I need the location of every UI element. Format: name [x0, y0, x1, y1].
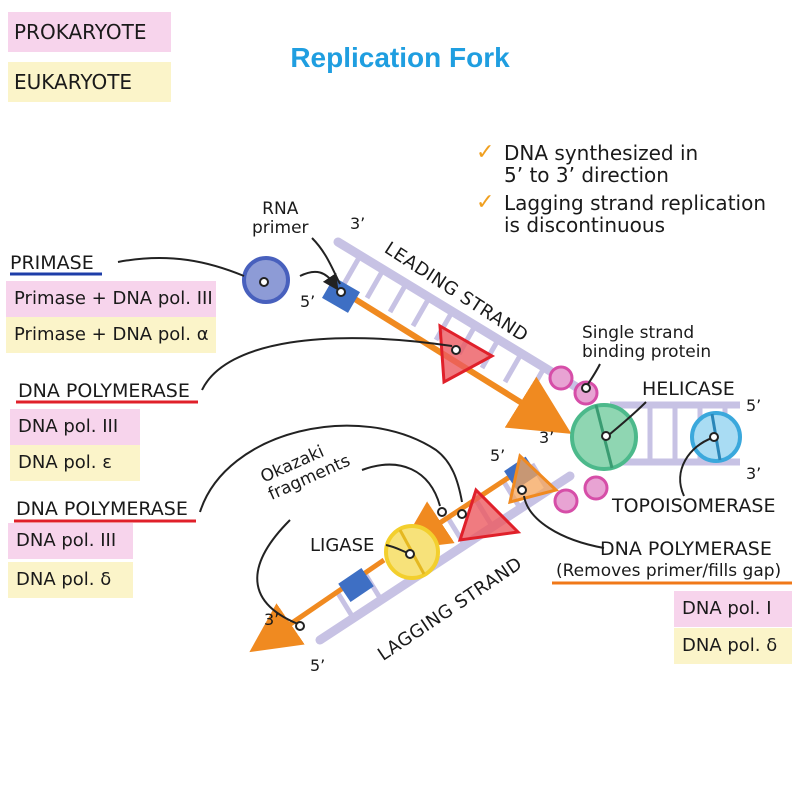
dna-pol-leading-prokaryote: DNA pol. III	[10, 409, 140, 445]
end-label: 3’	[539, 428, 555, 447]
rna-primer-label: RNA primer	[252, 199, 309, 238]
dna-pol-leading-title: DNA POLYMERASE	[18, 380, 190, 402]
okazaki-fragment	[249, 557, 386, 653]
dna-pol-lagging-title: DNA POLYMERASE	[16, 498, 188, 520]
bullet-text: Lagging strand replication is discontinu…	[504, 191, 767, 237]
bullet-item: ✓ DNA synthesized in 5’ to 3’ direction	[476, 140, 796, 187]
okazaki-leader-2	[361, 463, 441, 507]
dna-pol-lagging-leader	[199, 424, 463, 513]
bullet-item: ✓ Lagging strand replication is disconti…	[476, 190, 796, 237]
leading-polymerase-icon	[438, 323, 496, 385]
dna-pol-gap-leader	[523, 495, 605, 549]
end-label: 5’	[310, 656, 326, 675]
prokaryote-legend: PROKARYOTE	[8, 12, 171, 52]
primase-eukaryote: Primase + DNA pol. α	[6, 317, 216, 353]
helicase-leader	[609, 401, 647, 435]
end-label: 5’	[490, 446, 506, 465]
primase-leader	[117, 257, 245, 277]
dna-pol-gap-subtitle: (Removes primer/fills gap)	[556, 561, 782, 581]
key-points: ✓ DNA synthesized in 5’ to 3’ direction …	[476, 142, 796, 242]
dna-pol-gap-title: DNA POLYMERASE	[600, 538, 772, 560]
ssb-icons	[548, 365, 609, 514]
end-label: 3’	[350, 214, 366, 233]
topoisomerase-label: TOPOISOMERASE	[612, 495, 776, 517]
primase-prokaryote: Primase + DNA pol. III	[6, 281, 216, 317]
ligase-label: LIGASE	[310, 535, 375, 556]
lagging-polymerase-icon	[457, 487, 522, 542]
okazaki-leader	[256, 519, 299, 625]
page-title: Replication Fork	[290, 42, 510, 73]
dna-pol-gap-eukaryote: DNA pol. δ	[674, 628, 792, 664]
check-icon: ✓	[476, 190, 495, 215]
dna-pol-lagging-prokaryote: DNA pol. III	[8, 523, 133, 559]
end-label: 3’	[746, 464, 762, 483]
primase-title: PRIMASE	[10, 252, 94, 274]
ssb-leader	[587, 363, 601, 385]
single-strand-binding-protein-label: Single strand binding protein	[582, 323, 712, 362]
lagging-primer	[338, 568, 374, 602]
dna-pol-lagging-eukaryote: DNA pol. δ	[8, 562, 133, 598]
okazaki-fragment	[399, 471, 516, 550]
dna-pol-leading-leader	[201, 337, 453, 391]
primer-arrow	[299, 270, 339, 291]
bullet-text: DNA synthesized in 5’ to 3’ direction	[504, 141, 699, 187]
dna-pol-gap-prokaryote: DNA pol. I	[674, 591, 792, 627]
end-label: 5’	[746, 396, 762, 415]
check-icon: ✓	[476, 140, 495, 165]
eukaryote-legend: EUKARYOTE	[8, 62, 171, 102]
topoisomerase-leader	[679, 437, 713, 497]
dna-pol-leading-eukaryote: DNA pol. ε	[10, 445, 140, 481]
end-label: 3’	[264, 610, 280, 629]
end-label: 5’	[300, 292, 316, 311]
helicase-label: HELICASE	[642, 378, 735, 400]
